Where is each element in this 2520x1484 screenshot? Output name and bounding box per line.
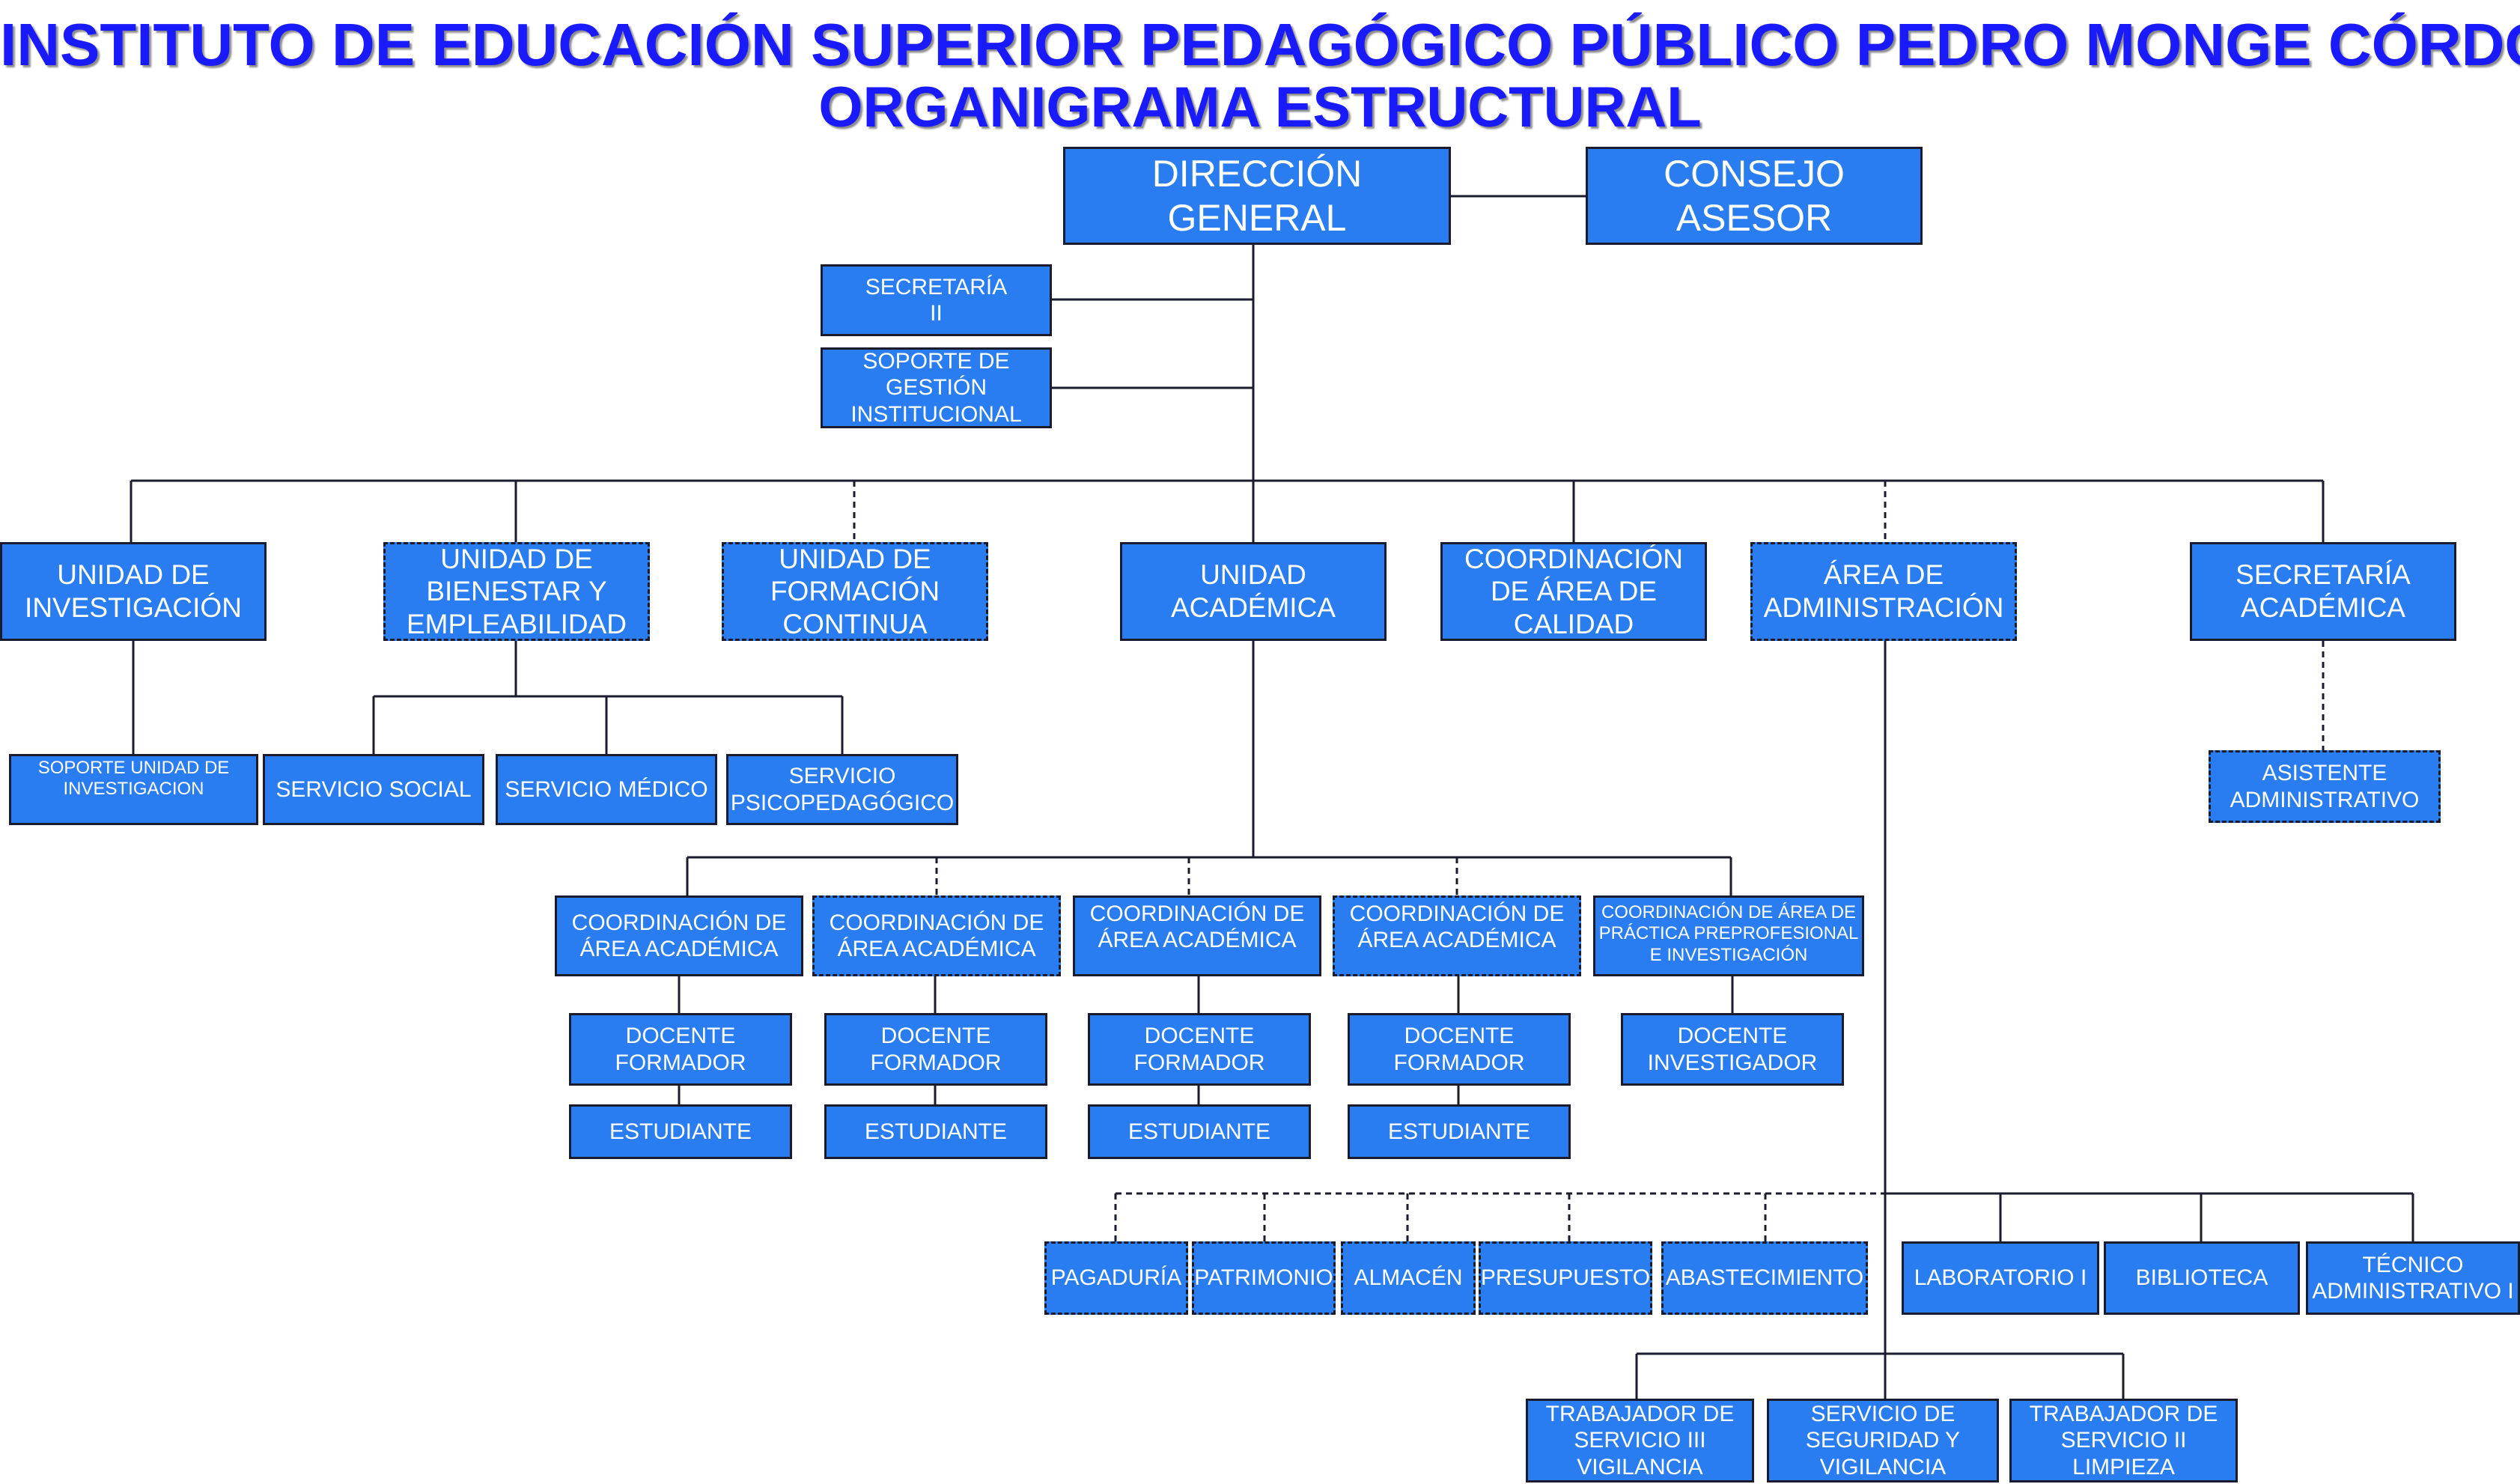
node-docente-formador-4: DOCENTE FORMADOR (1348, 1013, 1571, 1086)
node-consejo-asesor: CONSEJO ASESOR (1586, 147, 1923, 245)
node-unidad-formacion: UNIDAD DE FORMACIÓN CONTINUA (722, 542, 988, 641)
node-almacen: ALMACÉN (1341, 1241, 1476, 1315)
node-biblioteca: BIBLIOTECA (2104, 1241, 2300, 1315)
node-trabajador-vigilancia: TRABAJADOR DE SERVICIO III VIGILANCIA (1526, 1399, 1754, 1483)
node-unidad-investigacion: UNIDAD DE INVESTIGACIÓN (0, 542, 267, 641)
node-direccion-general: DIRECCIÓN GENERAL (1063, 147, 1451, 245)
node-secretaria-academica: SECRETARÍA ACADÉMICA (2190, 542, 2456, 641)
node-estudiante-3: ESTUDIANTE (1088, 1104, 1311, 1159)
node-docente-formador-3: DOCENTE FORMADOR (1088, 1013, 1311, 1086)
node-trabajador-limpieza: TRABAJADOR DE SERVICIO II LIMPIEZA (2009, 1399, 2238, 1483)
node-docente-formador-2: DOCENTE FORMADOR (824, 1013, 1047, 1086)
node-docente-investigador: DOCENTE INVESTIGADOR (1621, 1013, 1844, 1086)
node-docente-formador-1: DOCENTE FORMADOR (569, 1013, 792, 1086)
node-coord-academica-1: COORDINACIÓN DE ÁREA ACADÉMICA (555, 895, 803, 976)
node-coord-academica-2: COORDINACIÓN DE ÁREA ACADÉMICA (812, 895, 1061, 976)
node-seguridad-vigilancia: SERVICIO DE SEGURIDAD Y VIGILANCIA (1767, 1399, 1999, 1483)
node-secretaria-ii: SECRETARÍA II (821, 264, 1052, 336)
node-soporte-investigacion: SOPORTE UNIDAD DE INVESTIGACION (9, 754, 258, 825)
node-unidad-bienestar: UNIDAD DE BIENESTAR Y EMPLEABILIDAD (383, 542, 650, 641)
node-coord-academica-3: COORDINACIÓN DE ÁREA ACADÉMICA (1073, 895, 1321, 976)
node-servicio-psico: SERVICIO PSICOPEDAGÓGICO (726, 754, 958, 825)
node-coord-practica: COORDINACIÓN DE ÁREA DE PRÁCTICA PREPROF… (1593, 895, 1864, 976)
node-estudiante-2: ESTUDIANTE (824, 1104, 1047, 1159)
node-laboratorio: LABORATORIO I (1902, 1241, 2099, 1315)
node-servicio-medico: SERVICIO MÉDICO (496, 754, 717, 825)
node-patrimonio: PATRIMONIO (1192, 1241, 1336, 1315)
node-area-administracion: ÁREA DE ADMINISTRACIÓN (1750, 542, 2017, 641)
node-coord-academica-4: COORDINACIÓN DE ÁREA ACADÉMICA (1333, 895, 1581, 976)
node-estudiante-4: ESTUDIANTE (1348, 1104, 1571, 1159)
node-presupuesto: PRESUPUESTO (1479, 1241, 1652, 1315)
institution-title: INSTITUTO DE EDUCACIÓN SUPERIOR PEDAGÓGI… (0, 11, 2520, 78)
chart-title: ORGANIGRAMA ESTRUCTURAL (818, 76, 1702, 139)
node-servicio-social: SERVICIO SOCIAL (263, 754, 484, 825)
node-unidad-academica: UNIDAD ACADÉMICA (1120, 542, 1387, 641)
node-soporte-gestion: SOPORTE DE GESTIÓN INSTITUCIONAL (821, 347, 1052, 428)
node-pagaduria: PAGADURÍA (1044, 1241, 1188, 1315)
node-asistente-admin: ASISTENTE ADMINISTRATIVO (2209, 750, 2441, 823)
node-estudiante-1: ESTUDIANTE (569, 1104, 792, 1159)
node-coord-calidad: COORDINACIÓN DE ÁREA DE CALIDAD (1440, 542, 1707, 641)
node-abastecimiento: ABASTECIMIENTO (1661, 1241, 1868, 1315)
node-tecnico-admin: TÉCNICO ADMINISTRATIVO I (2306, 1241, 2520, 1315)
